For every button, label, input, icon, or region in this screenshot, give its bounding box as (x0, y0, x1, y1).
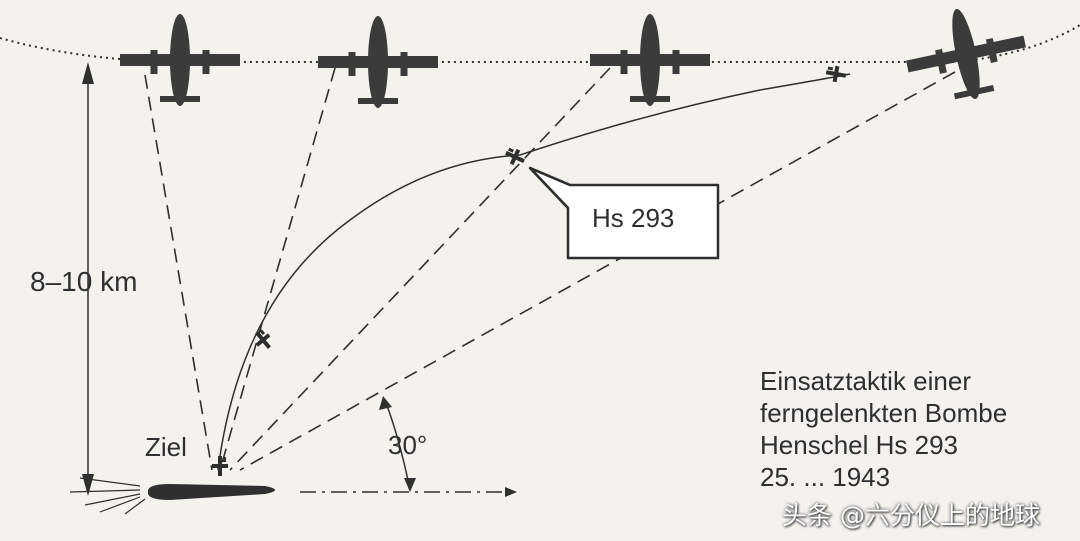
target-ship (69, 477, 275, 515)
missile-icon-3 (502, 145, 528, 169)
sight-line-3 (229, 67, 611, 471)
target-label: Ziel (145, 432, 187, 462)
diagram-caption: Einsatztaktik einer ferngelenkten Bombe … (760, 365, 1007, 493)
missile-callout-box (528, 166, 720, 260)
caption-line-3: Henschel Hs 293 (760, 430, 958, 460)
missile-icon-4 (824, 64, 848, 84)
sight-line-1 (144, 74, 213, 471)
bomber-aircraft-4 (898, 0, 1035, 111)
angle-label: 30° (388, 430, 428, 460)
caption-line-1: Einsatztaktik einer (760, 366, 971, 396)
caption-line-2: ferngelenkten Bombe (760, 398, 1008, 428)
caption-line-4: 25. ... 1943 (760, 462, 891, 492)
bomber-aircraft-2 (318, 16, 438, 108)
angle-indicator (379, 396, 416, 492)
bomber-aircraft-1 (120, 14, 240, 106)
missile-callout-label: Hs 293 (592, 203, 675, 233)
altitude-label: 8–10 km (30, 266, 138, 297)
sight-line-4 (239, 71, 956, 471)
bomber-aircraft-3 (590, 14, 710, 106)
sight-line-2 (219, 67, 336, 471)
missile-trajectory (217, 73, 851, 471)
missile-icon-1 (212, 456, 228, 476)
watermark: 头条 @六分仪上的地球 (782, 501, 1040, 530)
